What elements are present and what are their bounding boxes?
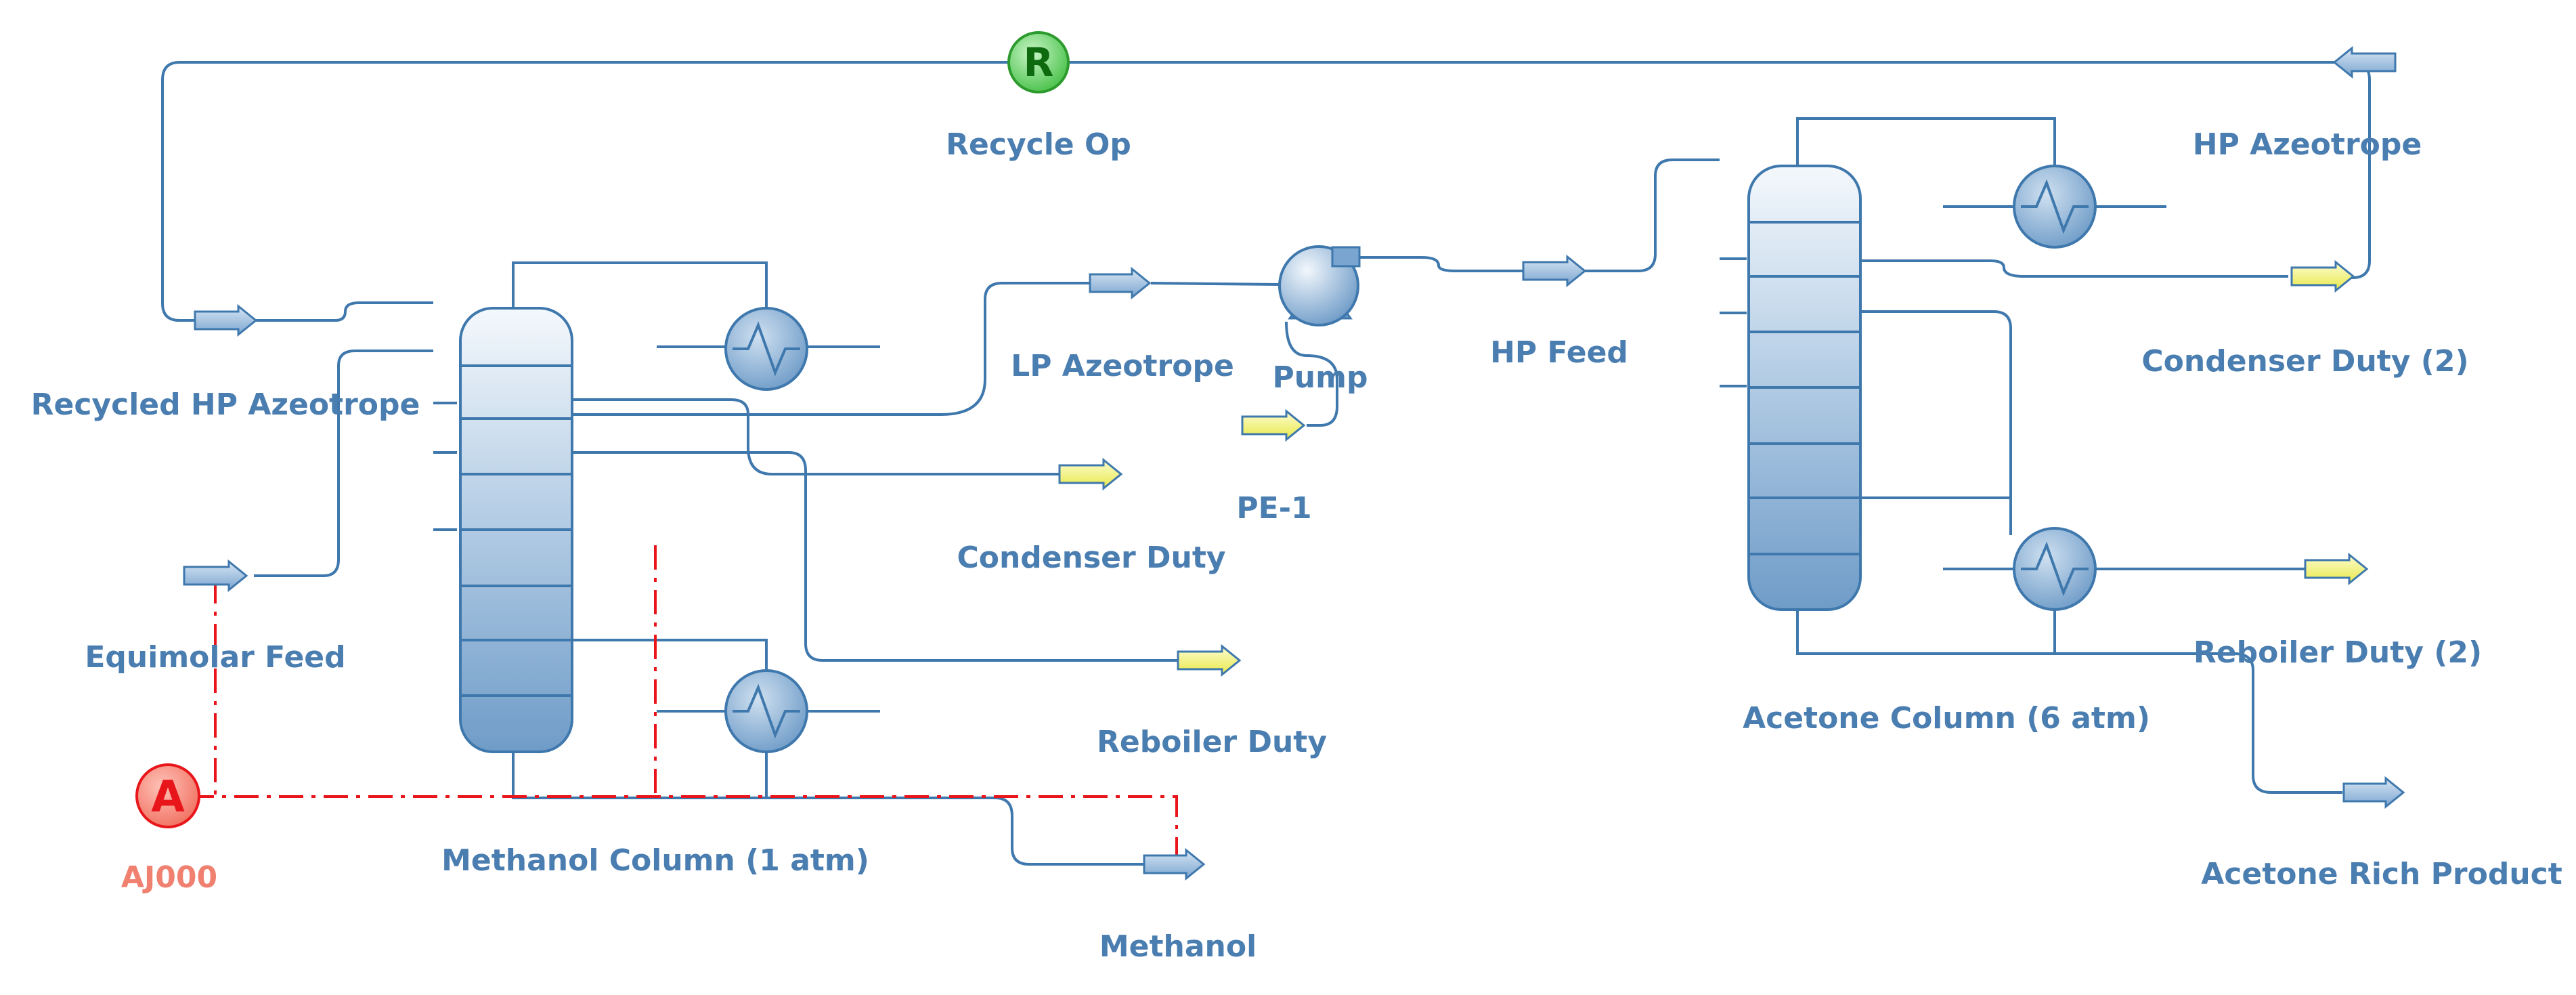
label-acetone-rich-product[interactable]: Acetone Rich Product	[2201, 857, 2562, 891]
acetone-reboiler[interactable]	[2013, 527, 2097, 611]
pipe-network	[161, 61, 2371, 866]
label-acetone-column[interactable]: Acetone Column (6 atm)	[1743, 701, 2150, 736]
stream-arrows	[183, 45, 2405, 881]
adjust-op[interactable]: A	[135, 763, 200, 828]
label-reboiler-duty[interactable]: Reboiler Duty	[1097, 725, 1327, 759]
arrow-hp-feed[interactable]	[1522, 254, 1587, 288]
methanol-condenser[interactable]	[724, 307, 808, 391]
label-hp-feed[interactable]: HP Feed	[1490, 335, 1628, 370]
acetone-column[interactable]	[1747, 165, 1862, 611]
arrow-condenser-duty-2[interactable]	[2290, 259, 2355, 293]
arrow-equimolar-feed[interactable]	[183, 559, 248, 593]
arrow-condenser-duty[interactable]	[1058, 457, 1123, 491]
arrow-lp-azeotrope[interactable]	[1089, 266, 1152, 300]
energy-arrows	[1058, 259, 2369, 677]
label-methanol-column[interactable]: Methanol Column (1 atm)	[441, 843, 869, 878]
arrow-recycled-hp-azeotrope[interactable]	[194, 303, 258, 337]
arrow-pe-1[interactable]	[1241, 408, 1306, 442]
recycle-op[interactable]: R	[1007, 31, 1070, 93]
label-equimolar-feed[interactable]: Equimolar Feed	[85, 640, 345, 675]
adjust-symbol: A	[151, 772, 185, 822]
arrow-methanol[interactable]	[1143, 847, 1206, 881]
methanol-column[interactable]	[459, 307, 573, 753]
label-recycle-op[interactable]: Recycle Op	[946, 127, 1131, 162]
label-reboiler-duty-2[interactable]: Reboiler Duty (2)	[2193, 635, 2482, 670]
adjust-connection	[190, 545, 1178, 868]
label-recycled-hp-azeotrope[interactable]: Recycled HP Azeotrope	[31, 387, 420, 422]
arrow-hp-azeotrope[interactable]	[2332, 45, 2397, 79]
arrow-reboiler-duty-2[interactable]	[2304, 552, 2369, 586]
arrow-reboiler-duty[interactable]	[1177, 643, 1242, 677]
acetone-condenser[interactable]	[2013, 165, 2097, 249]
label-lp-azeotrope[interactable]: LP Azeotrope	[1011, 349, 1234, 383]
label-adjust[interactable]: AJ000	[121, 860, 217, 895]
label-hp-azeotrope[interactable]: HP Azeotrope	[2193, 127, 2422, 162]
arrow-acetone-rich-product[interactable]	[2342, 776, 2405, 809]
methanol-reboiler[interactable]	[724, 669, 808, 753]
labels: Recycle Op HP Azeotrope Recycled HP Azeo…	[31, 127, 2562, 964]
label-methanol[interactable]: Methanol	[1099, 929, 1257, 964]
label-condenser-duty-2[interactable]: Condenser Duty (2)	[2141, 344, 2468, 379]
pump[interactable]	[1278, 245, 1361, 326]
label-pump[interactable]: Pump	[1273, 360, 1368, 395]
recycle-symbol: R	[1024, 39, 1054, 85]
label-pe-1[interactable]: PE-1	[1236, 491, 1311, 526]
label-condenser-duty[interactable]: Condenser Duty	[957, 541, 1225, 575]
